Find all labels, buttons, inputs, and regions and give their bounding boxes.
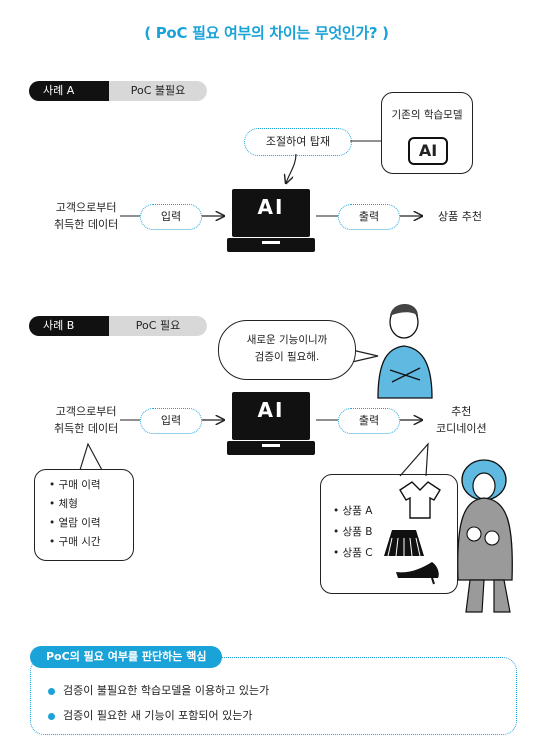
output-pill-a: 출력	[338, 204, 400, 230]
input-pill-a: 입력	[140, 204, 202, 230]
bullet-icon	[48, 712, 55, 720]
output-pill-b: 출력	[338, 408, 400, 434]
products-bubble: • 상품 A • 상품 B • 상품 C	[320, 474, 458, 594]
case-b-result-line2: 코디네이션	[436, 422, 487, 435]
shoe-icon	[396, 562, 439, 585]
person-icon	[377, 304, 433, 399]
summary-title: PoC의 필요 여부를 판단하는 핵심	[30, 646, 223, 668]
existing-model-box: 기존의 학습모델 AI	[381, 92, 473, 174]
case-a-tag-status: PoC 불필요	[109, 81, 207, 101]
data-bubble-tail	[79, 442, 103, 471]
case-a-source: 고객으로부터 취득한 데이터	[54, 199, 118, 233]
case-a-tag-label: 사례 A	[29, 81, 109, 101]
data-item: • 구매 이력	[49, 479, 101, 491]
summary-item: 검증이 필요한 새 기능이 포함되어 있는가	[48, 707, 253, 723]
product-item: • 상품 A	[333, 505, 373, 517]
case-b-result-line1: 추천	[451, 405, 472, 418]
laptop-icon	[227, 392, 315, 455]
data-item: • 체형	[49, 498, 78, 510]
product-item: • 상품 B	[333, 526, 373, 538]
speech-bubble: 새로운 기능이니까 검증이 필요해.	[218, 320, 356, 380]
case-b-tag: 사례 B PoC 필요	[29, 316, 207, 336]
page-title: ( PoC 필요 여부의 차이는 무엇인가? )	[144, 24, 389, 42]
case-b-result: 추천 코디네이션	[436, 403, 487, 437]
laptop-icon	[227, 189, 315, 252]
case-a-tag: 사례 A PoC 불필요	[29, 81, 207, 101]
existing-ai-chip: AI	[408, 137, 448, 165]
case-b-tag-label: 사례 B	[29, 316, 109, 336]
speech-line1: 새로운 기능이니까	[246, 334, 328, 346]
summary-box	[30, 657, 517, 735]
speech-bubble-tail	[351, 349, 379, 363]
case-b-source-line1: 고객으로부터	[55, 405, 117, 418]
ai-label-a: AI	[257, 195, 285, 219]
data-items-bubble: • 구매 이력 • 체형 • 열람 이력 • 구매 시간	[34, 469, 134, 561]
bullet-icon	[48, 687, 55, 695]
input-pill-b: 입력	[140, 408, 202, 434]
case-a-result: 상품 추천	[438, 210, 482, 223]
case-a-source-line1: 고객으로부터	[55, 201, 117, 214]
data-item: • 구매 시간	[49, 536, 101, 548]
skirt-icon	[384, 530, 424, 557]
adjust-arrow	[286, 153, 297, 183]
case-b-tag-status: PoC 필요	[109, 316, 207, 336]
summary-item-text: 검증이 필요한 새 기능이 포함되어 있는가	[63, 709, 253, 722]
existing-model-label: 기존의 학습모델	[391, 109, 463, 121]
product-item: • 상품 C	[333, 547, 373, 559]
adjust-pill: 조절하여 탑재	[244, 128, 352, 156]
case-b-source: 고객으로부터 취득한 데이터	[54, 403, 118, 437]
person-icon	[457, 459, 513, 613]
case-a-source-line2: 취득한 데이터	[54, 218, 119, 231]
products-bubble-tail	[399, 442, 429, 477]
data-item: • 열람 이력	[49, 517, 101, 529]
speech-line2: 검증이 필요해.	[254, 351, 320, 363]
ai-label-b: AI	[257, 398, 285, 422]
summary-item-text: 검증이 불필요한 학습모델을 이용하고 있는가	[63, 684, 270, 697]
shirt-icon	[399, 481, 441, 519]
summary-item: 검증이 불필요한 학습모델을 이용하고 있는가	[48, 682, 269, 698]
case-b-source-line2: 취득한 데이터	[54, 422, 119, 435]
